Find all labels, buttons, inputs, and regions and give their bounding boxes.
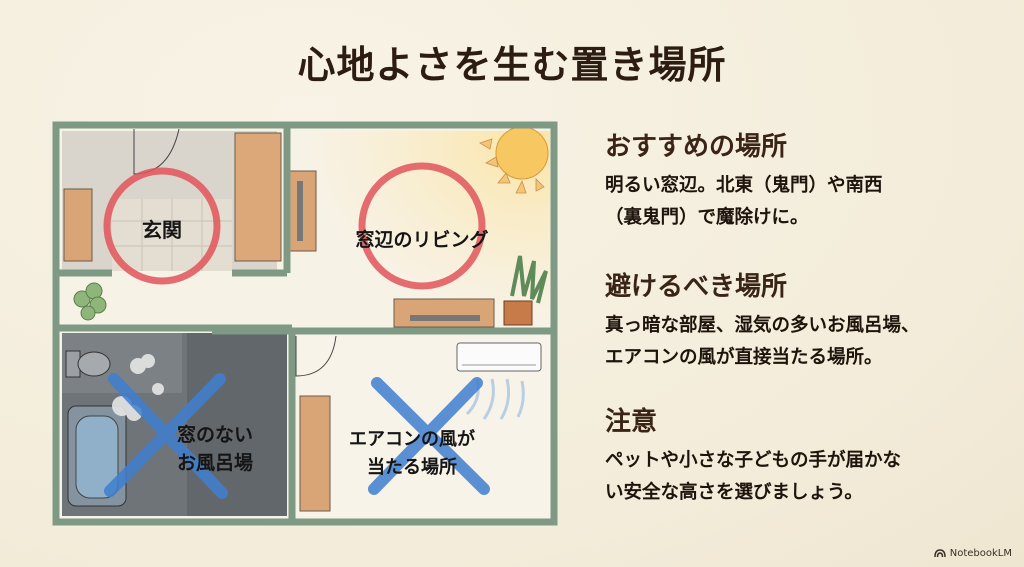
good-circle-living [358, 162, 486, 290]
room-label-living: 窓辺のリビング [355, 229, 489, 251]
section-body: ペットや小さな子どもの手が届かない安全な高さを選びましょう。 [605, 450, 902, 503]
notebooklm-logo-icon [934, 549, 946, 558]
section-caution: 注意 ペットや小さな子どもの手が届かない安全な高さを選びましょう。 [605, 405, 1015, 509]
air-conditioner-icon [456, 342, 542, 372]
sun-icon [479, 126, 549, 194]
steam-icon [112, 354, 164, 421]
bad-cross-aircon [368, 377, 490, 495]
room-label-entrance: 玄関 [142, 218, 182, 242]
section-heading: おすすめの場所 [605, 132, 788, 162]
section-heading: 避けるべき場所 [605, 272, 788, 302]
section-heading: 注意 [605, 407, 658, 437]
floor-plan: 玄関 窓辺のリビング 窓のない お風呂場 エアコンの風が 当たる場所 [52, 121, 558, 526]
toilet-icon [65, 350, 111, 378]
section-recommended: おすすめの場所 明るい窓辺。北東（鬼門）や南西（裏鬼門）で魔除けに。 [605, 130, 1015, 234]
good-circle-entrance [103, 167, 221, 285]
section-body: 真っ暗な部屋、湿気の多いお風呂場、エアコンの風が直接当たる場所。 [605, 315, 920, 368]
floor-plan-illustration [52, 121, 558, 526]
branding: NotebookLM [934, 548, 1012, 559]
page-title: 心地よさを生む置き場所 [297, 43, 727, 87]
potted-plant-icon [503, 255, 548, 326]
room-label-bathroom: 窓のない お風呂場 [176, 424, 253, 474]
section-avoid: 避けるべき場所 真っ暗な部屋、湿気の多いお風呂場、エアコンの風が直接当たる場所。 [605, 270, 1015, 374]
small-plant-icon [73, 282, 107, 321]
section-body: 明るい窓辺。北東（鬼門）や南西（裏鬼門）で魔除けに。 [605, 175, 883, 228]
bad-cross-bathroom [104, 373, 228, 499]
room-label-aircon: エアコンの風が 当たる場所 [349, 429, 475, 478]
